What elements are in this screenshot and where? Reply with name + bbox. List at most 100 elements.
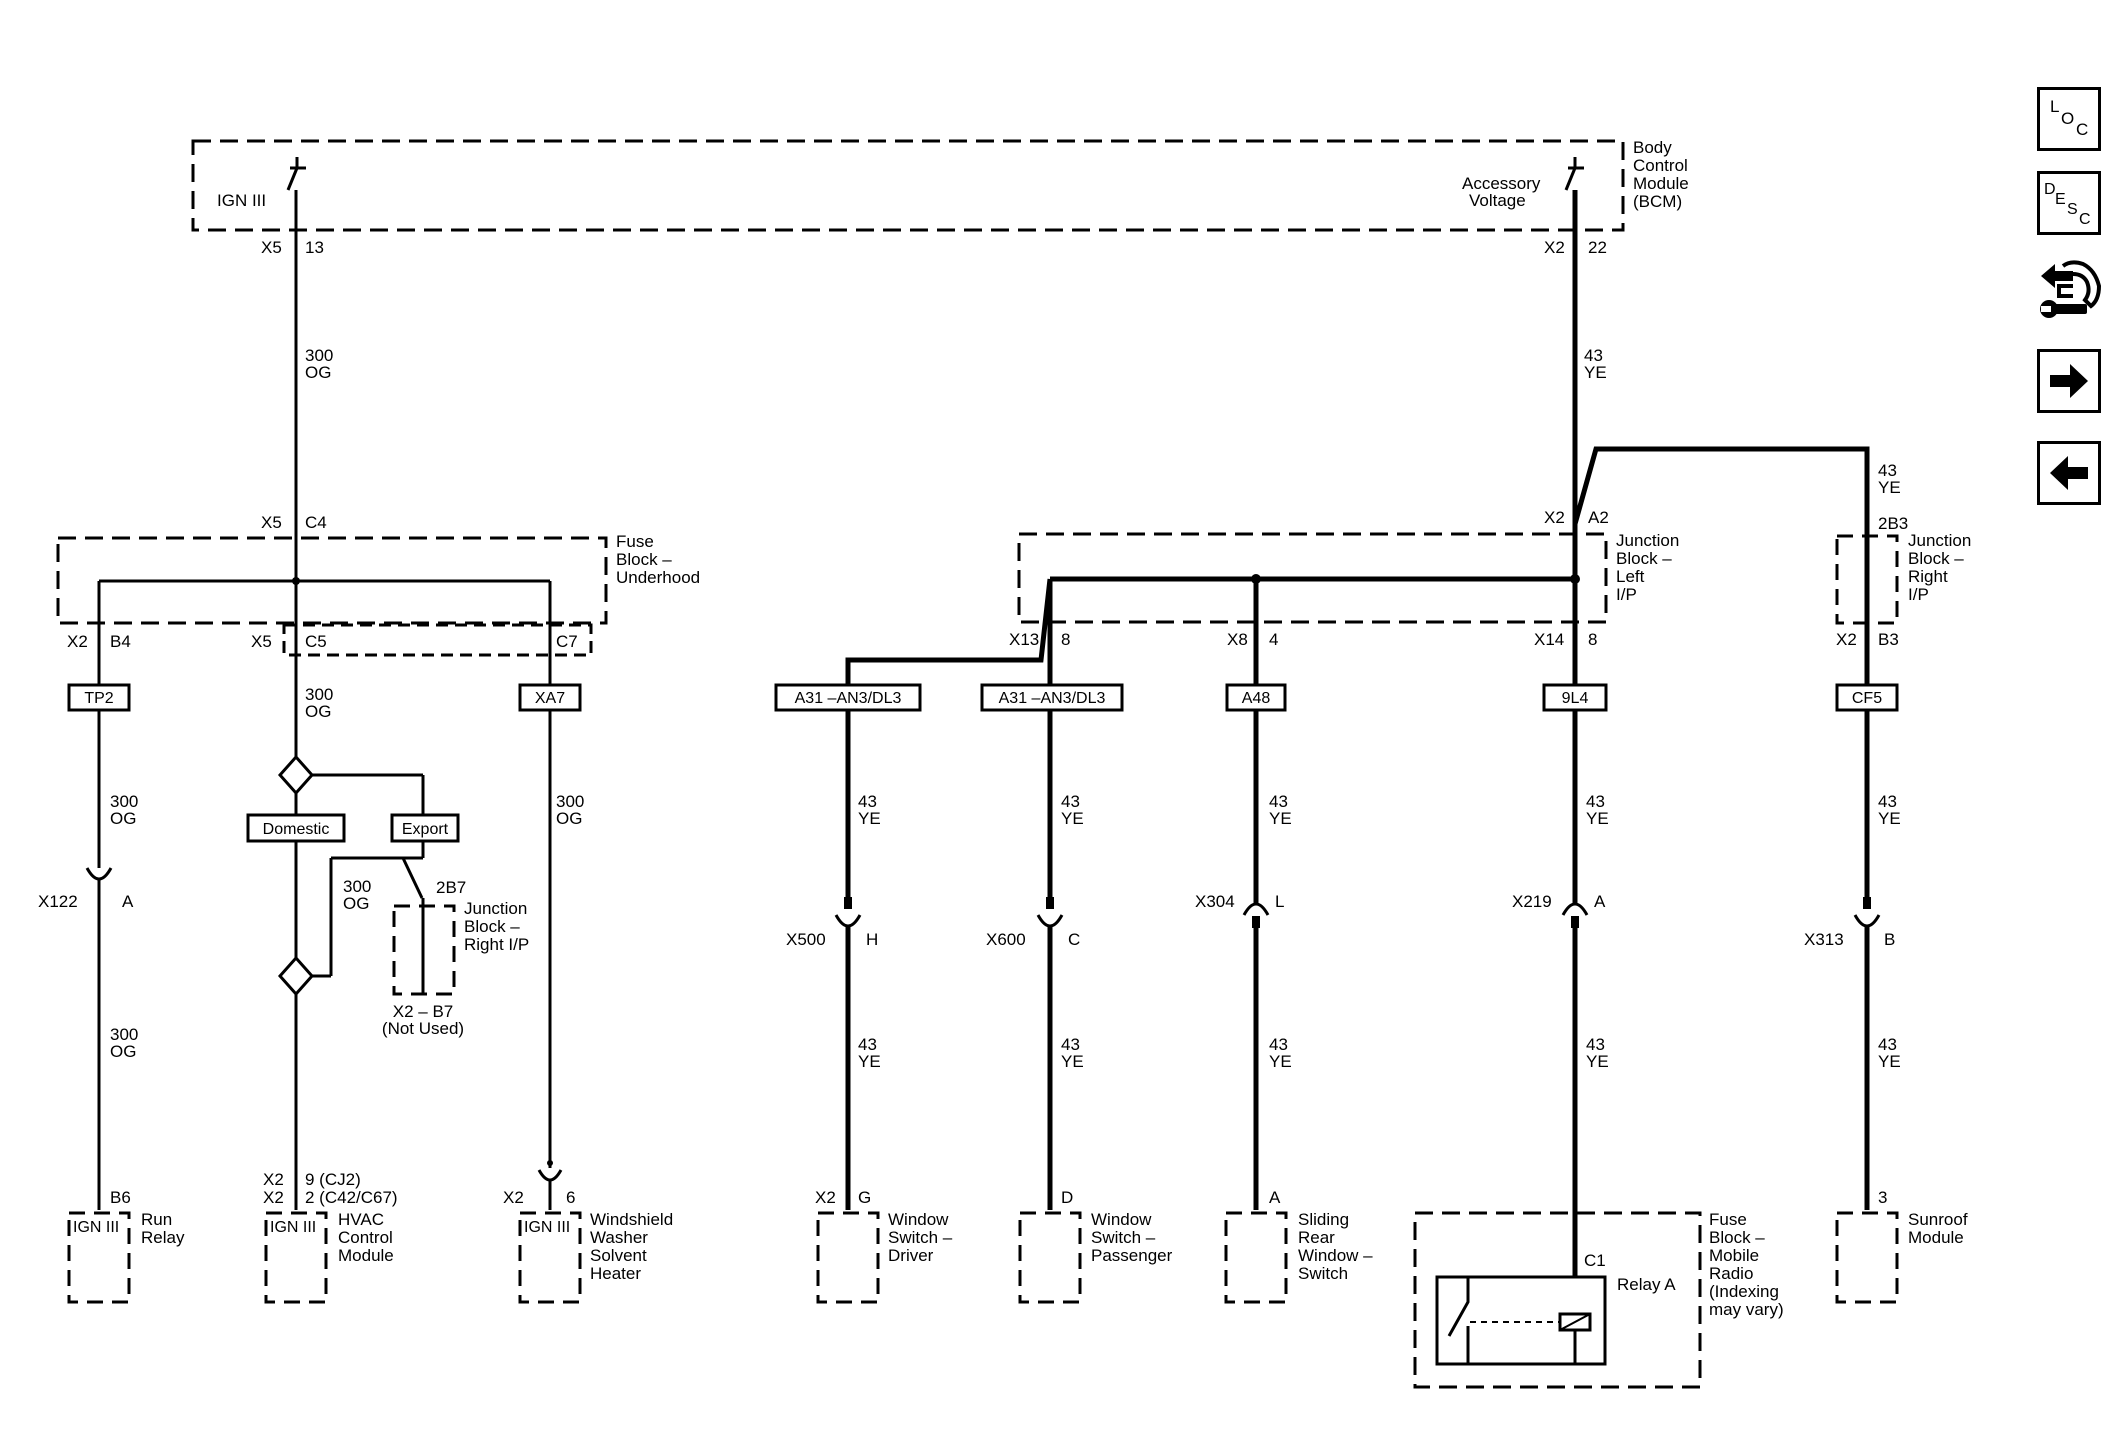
fuse-9l4	[1542, 683, 1608, 712]
desc-letter-c: C	[2079, 211, 2091, 228]
mobile-title-5: (Indexing	[1709, 1282, 1779, 1301]
washer-ign: IGN III	[524, 1219, 570, 1236]
option-domestic-label: Domestic	[263, 821, 330, 838]
inline-x500-pin: H	[866, 930, 878, 949]
wire-ye-gauge-d1: 43	[858, 792, 877, 811]
wire-ye-gauge-s2: 43	[1269, 1035, 1288, 1054]
washer-title-1: Windshield	[590, 1210, 673, 1229]
hvac-title-1: HVAC	[338, 1210, 384, 1229]
jb-lip-title-2: Block –	[1616, 549, 1672, 568]
hvac-conn-2: X2	[263, 1188, 284, 1207]
mobile-title-1: Fuse	[1709, 1210, 1747, 1229]
wire-og-gauge-5: 300	[343, 877, 371, 896]
fuse-cf5-label: CF5	[1852, 690, 1882, 707]
wire-og-color-6: OG	[556, 809, 582, 828]
inline-x219-pin: A	[1594, 892, 1606, 911]
sliding-title-1: Sliding	[1298, 1210, 1349, 1229]
desc-letter-d: D	[2044, 181, 2056, 198]
accessory-switch-symbol	[1564, 157, 1584, 191]
mobile-pin-c1: C1	[1584, 1251, 1606, 1270]
wire-og-color-2: OG	[110, 809, 136, 828]
wire-og-color-1: OG	[305, 363, 331, 382]
ws-driver-title-1: Window	[888, 1210, 949, 1229]
repair-tool-button[interactable]	[2035, 256, 2103, 328]
hvac-pin-2: 2 (C42/C67)	[305, 1188, 398, 1207]
wire-ye-color-d1: YE	[858, 809, 881, 828]
wire-ye-color-main: YE	[1584, 363, 1607, 382]
fb-outline	[56, 536, 608, 625]
bcm-title-line-3: Module	[1633, 174, 1689, 193]
ws-pass-title-3: Passenger	[1091, 1246, 1173, 1265]
ws-driver-outline	[816, 1211, 880, 1304]
mobile-title-2: Block –	[1709, 1228, 1765, 1247]
run-relay-ign: IGN III	[73, 1219, 119, 1236]
wire-ye-gauge-r2: 43	[1878, 1035, 1897, 1054]
inline-x304-pin: L	[1275, 892, 1284, 911]
wire-ye-color-d2: YE	[858, 1052, 881, 1071]
sliding-title-3: Window –	[1298, 1246, 1373, 1265]
ign3-circuit: 300 OG X5 C4	[261, 190, 333, 581]
bcm-pin-22: 22	[1588, 238, 1607, 257]
option-split-diamond-2	[277, 955, 315, 997]
wire-ye-gauge-m1: 43	[1586, 792, 1605, 811]
bcm-module: IGN III Accessory Voltage Body Control M…	[191, 138, 1689, 257]
inline-x600-pin: C	[1068, 930, 1080, 949]
wire-ye-gauge-p2: 43	[1061, 1035, 1080, 1054]
jb-rip-title-3: Right	[1908, 567, 1948, 586]
option-export-label: Export	[402, 821, 449, 838]
washer-outline	[518, 1211, 582, 1304]
bcm-outline	[191, 139, 1625, 232]
inline-x122-pin: A	[122, 892, 134, 911]
fb-title-line-2: Block –	[616, 550, 672, 569]
wire-ye-color-p2: YE	[1061, 1052, 1084, 1071]
hvac-pin-1: 9 (CJ2)	[305, 1170, 361, 1189]
relay-a-contact	[1447, 1277, 1470, 1337]
ws-driver-title-2: Switch –	[888, 1228, 953, 1247]
hvac-branch: 300 OG Domestic Export 300 OG 2B7 Juncti…	[246, 581, 529, 1304]
location-button[interactable]: L O C	[2037, 87, 2101, 151]
bcm-accessory-label-1: Accessory	[1462, 174, 1541, 193]
washer-conn: X2	[503, 1188, 524, 1207]
loc-letter-l: L	[2050, 97, 2059, 116]
wire-ye-color-r2: YE	[1878, 1052, 1901, 1071]
junction-block-right-ip: Junction Block – Right I/P X2 B3	[1835, 531, 1971, 685]
next-page-button[interactable]	[2037, 349, 2101, 413]
wire-43-ye-to-rip	[1572, 446, 1870, 537]
bcm-conn-x5: X5	[261, 238, 282, 257]
bcm-title-line-1: Body	[1633, 138, 1672, 157]
loc-letter-c: C	[2076, 120, 2088, 139]
wire-ye-color-r1: YE	[1878, 809, 1901, 828]
sliding-title-2: Rear	[1298, 1228, 1335, 1247]
ws-driver-pin: G	[858, 1188, 871, 1207]
fuse-xa7	[518, 683, 582, 712]
wire-ye-color-m2: YE	[1586, 1052, 1609, 1071]
jb-lip-outline	[1017, 532, 1608, 624]
hvac-title-3: Module	[338, 1246, 394, 1265]
mobile-title-4: Radio	[1709, 1264, 1753, 1283]
jb-lip-title-4: I/P	[1616, 585, 1637, 604]
run-relay-pin: B6	[110, 1188, 131, 1207]
fuse-tp2	[67, 683, 131, 712]
description-button[interactable]: D E S C	[2037, 171, 2101, 235]
wire-ye-gauge-main: 43	[1584, 346, 1603, 365]
loc-icon: L O C	[2050, 97, 2088, 139]
fb-pin-b4: B4	[110, 632, 131, 651]
hvac-conn-1: X2	[263, 1170, 284, 1189]
fuse-block-underhood: Fuse Block – Underhood X2 B4 X5 C5 C7	[56, 532, 700, 657]
fuse-a48	[1225, 683, 1287, 712]
previous-page-button[interactable]	[2037, 441, 2101, 505]
wire-og-gauge-4: 300	[305, 685, 333, 704]
inline-x304-label: X304	[1195, 892, 1235, 911]
jb-rip-title-4: I/P	[1908, 585, 1929, 604]
fuse-a31-driver	[774, 683, 922, 712]
junction-block-left-ip: Junction Block – Left I/P X13 8 X8 4 X14…	[1009, 531, 1679, 649]
desc-letter-e: E	[2055, 191, 2066, 208]
window-passenger-branch: A31 –AN3/DL3 43 YE X600 C 43 YE D Window…	[980, 579, 1173, 1304]
fb-conn-x5-top: X5	[261, 513, 282, 532]
sunroof-pin: 3	[1878, 1188, 1887, 1207]
jb-rip-small-note-1: X2 – B7	[393, 1002, 454, 1021]
jb-rip-pin-2b3: 2B3	[1878, 514, 1908, 533]
hvac-outline	[264, 1211, 328, 1304]
jb-lip-conn-x2: X2	[1544, 508, 1565, 527]
fuse-xa7-label: XA7	[535, 690, 565, 707]
